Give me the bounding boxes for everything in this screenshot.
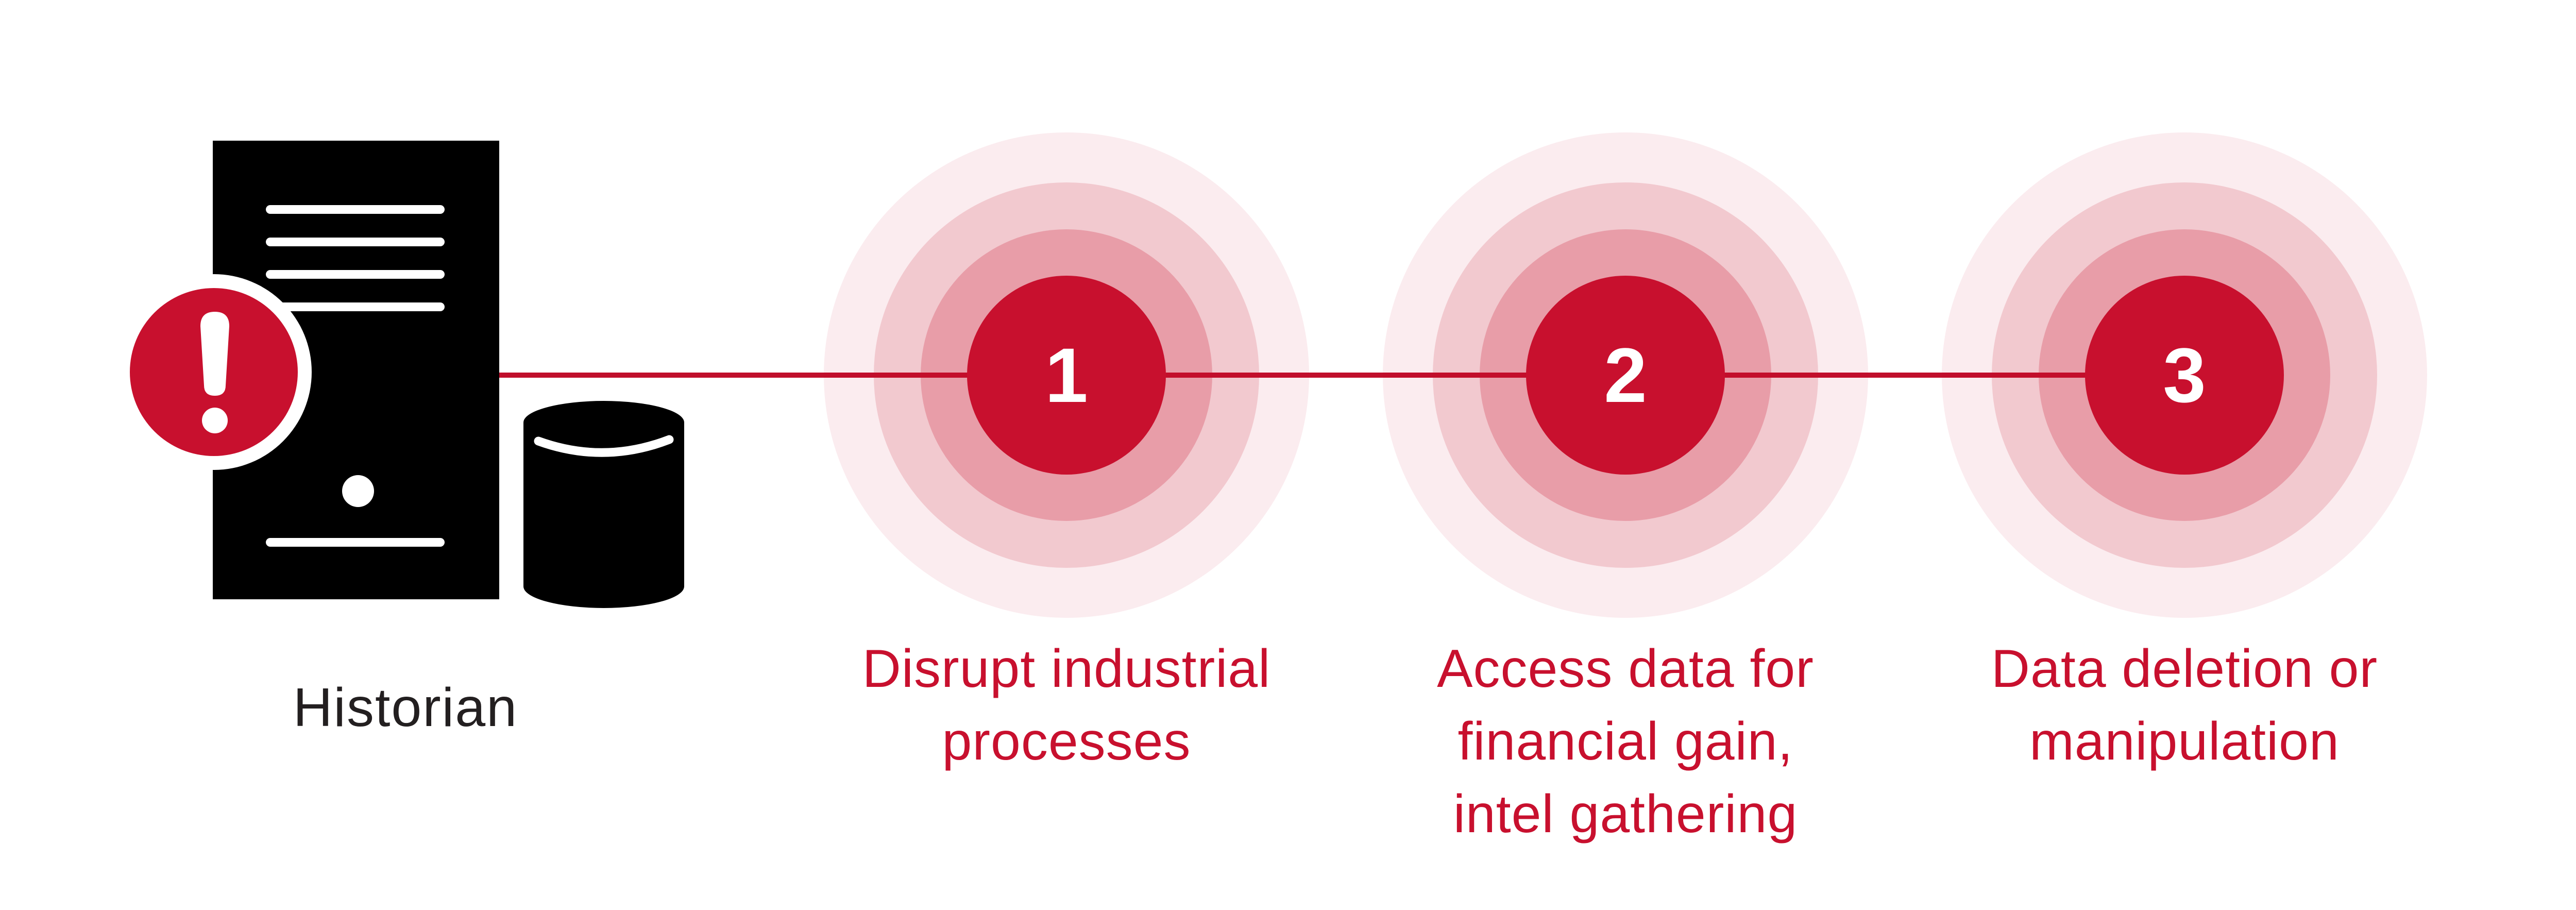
label-line: Disrupt industrial: [862, 639, 1271, 699]
connector-line: [499, 373, 2184, 378]
historian-server-icon: [116, 141, 684, 608]
label-line: processes: [942, 712, 1191, 771]
database-cylinder: [523, 401, 684, 608]
vent-line: [266, 205, 445, 214]
label-line: financial gain,: [1458, 712, 1793, 771]
label-line: Access data for: [1437, 639, 1814, 699]
label-line: intel gathering: [1453, 784, 1798, 844]
vent-line: [266, 238, 445, 246]
step-number-3: 3: [2163, 332, 2206, 418]
alert-icon: [116, 274, 312, 470]
label-line: manipulation: [2029, 712, 2340, 771]
drive-slot-line: [266, 538, 445, 547]
historian-label: Historian: [293, 677, 518, 738]
step-label-3: Data deletion or manipulation: [1875, 633, 2494, 778]
label-line: Data deletion or: [1991, 639, 2378, 699]
vent-line: [266, 270, 445, 279]
database-icon: [523, 401, 684, 608]
step-circle-1: 1: [967, 276, 1166, 475]
exclamation-mark-stem: [200, 312, 229, 396]
step-number-1: 1: [1045, 332, 1088, 418]
step-circle-2: 2: [1526, 276, 1725, 475]
exclamation-mark-dot: [202, 408, 228, 433]
vent-line: [266, 302, 445, 311]
step-label-1: Disrupt industrial processes: [757, 633, 1376, 778]
step-label-2: Access data for financial gain, intel ga…: [1316, 633, 1935, 851]
step-number-2: 2: [1604, 332, 1647, 418]
power-button-dot: [342, 475, 374, 507]
step-circle-3: 3: [2085, 276, 2284, 475]
database-highlight: [534, 435, 674, 457]
